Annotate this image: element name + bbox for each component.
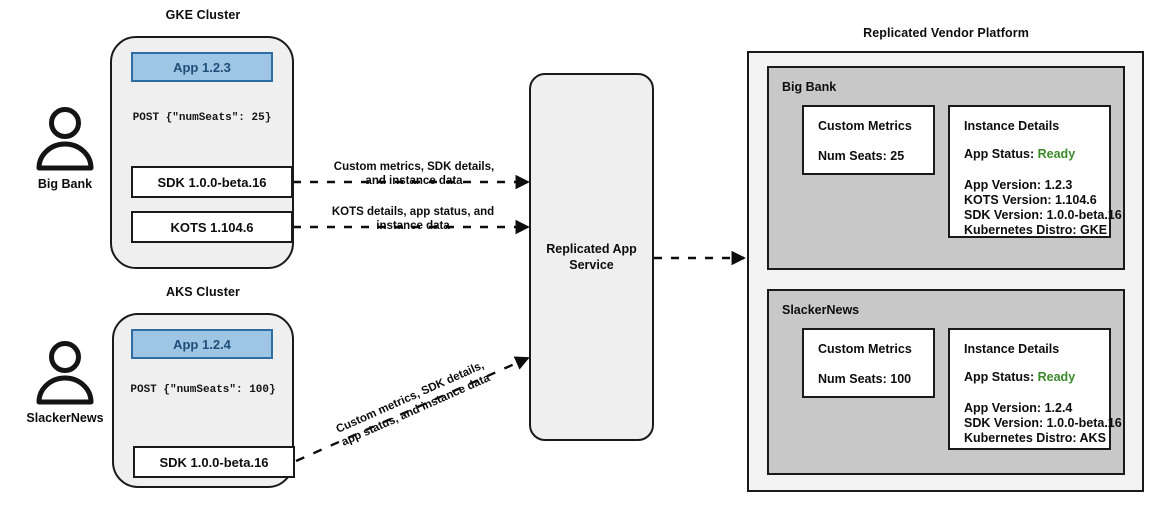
tenant-slackernews-instance-details: Instance Details App Status: Ready App V… [948, 328, 1122, 450]
tenant-slackernews-box: SlackerNews Custom Metrics Num Seats: 10… [767, 289, 1125, 475]
instance-details-row: App Version: 1.2.3 [964, 178, 1073, 192]
aks-cluster-title: AKS Cluster [165, 285, 241, 299]
instance-details-row: Kubernetes Distro: AKS [964, 431, 1106, 445]
aks-post-label: POST {"numSeats": 100} [130, 384, 276, 396]
gke-kots-box[interactable]: KOTS 1.104.6 [131, 211, 293, 243]
custom-metrics-row: Num Seats: 25 [818, 149, 905, 163]
connector-aks-sdk-to-service [295, 356, 530, 463]
tenant-slackernews-custom-metrics: Custom Metrics Num Seats: 100 [802, 328, 935, 398]
custom-metrics-heading: Custom Metrics [818, 342, 912, 356]
person-icon [36, 341, 94, 405]
platform-title: Replicated Vendor Platform [863, 26, 1029, 40]
status-label: App Status: [964, 370, 1035, 384]
gke-post-label: POST {"numSeats": 25} [132, 112, 272, 124]
label-sdk-to-service: Custom metrics, SDK details, and instanc… [333, 161, 495, 187]
tenant-big-bank-box: Big Bank Custom Metrics Num Seats: 25 In… [767, 66, 1125, 270]
custom-metrics-heading: Custom Metrics [818, 119, 912, 133]
instance-details-row: App Version: 1.2.4 [964, 401, 1073, 415]
user-slackernews: SlackerNews [8, 340, 122, 430]
tenant-big-bank-instance-details: Instance Details App Status: Ready App V… [948, 105, 1122, 238]
status-badge: Ready [1037, 370, 1076, 384]
person-icon [36, 107, 94, 171]
user-slackernews-label: SlackerNews [26, 411, 104, 425]
tenant-slackernews-name: SlackerNews [782, 303, 860, 317]
user-big-bank: Big Bank [22, 106, 108, 196]
replicated-app-service-box[interactable]: Replicated App Service [529, 73, 654, 441]
user-big-bank-label: Big Bank [37, 177, 93, 191]
instance-details-row: SDK Version: 1.0.0-beta.16 [964, 416, 1122, 430]
instance-details-row: KOTS Version: 1.104.6 [964, 193, 1097, 207]
gke-sdk-box[interactable]: SDK 1.0.0-beta.16 [131, 166, 293, 198]
instance-details-status: App Status: Ready [964, 370, 1075, 384]
instance-details-row: Kubernetes Distro: GKE [964, 223, 1108, 237]
aks-sdk-box[interactable]: SDK 1.0.0-beta.16 [133, 446, 295, 478]
instance-details-status: App Status: Ready [964, 147, 1075, 161]
tenant-big-bank-custom-metrics: Custom Metrics Num Seats: 25 [802, 105, 935, 175]
custom-metrics-row: Num Seats: 100 [818, 372, 912, 386]
label-kots-to-service: KOTS details, app status, and instance d… [331, 206, 495, 232]
gke-app-box[interactable]: App 1.2.3 [131, 52, 273, 82]
instance-details-heading: Instance Details [964, 119, 1060, 133]
instance-details-heading: Instance Details [964, 342, 1060, 356]
aks-app-box[interactable]: App 1.2.4 [131, 329, 273, 359]
status-badge: Ready [1037, 147, 1076, 161]
gke-cluster-title: GKE Cluster [165, 8, 241, 22]
instance-details-row: SDK Version: 1.0.0-beta.16 [964, 208, 1122, 222]
tenant-big-bank-name: Big Bank [782, 80, 837, 94]
status-label: App Status: [964, 147, 1035, 161]
